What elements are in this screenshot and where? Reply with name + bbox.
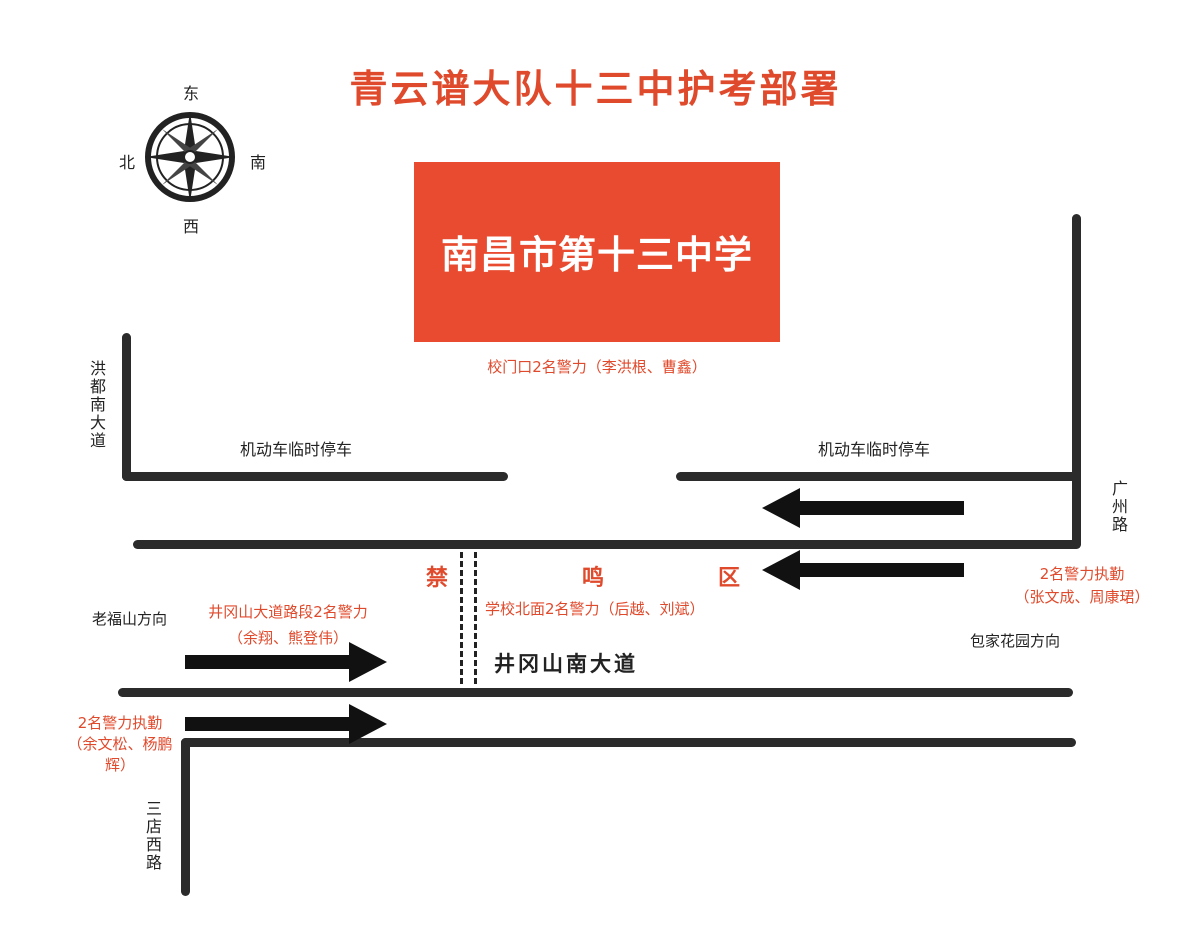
road-line-south (181, 738, 1076, 747)
guangzhou-road-label: 广州路 (1109, 480, 1128, 534)
north-side-police-label: 学校北面2名警力（后越、刘斌） (485, 600, 705, 618)
sandian-road-label: 三店西路 (143, 800, 162, 872)
road-line-middle (118, 688, 1073, 697)
right-police-line1: 2名警力执勤 (1039, 565, 1125, 583)
compass-east: 东 (183, 84, 200, 103)
compass-north: 北 (119, 153, 136, 172)
no-honk-char-1: 禁 (426, 566, 449, 591)
right-police-label: 2名警力执勤 （张文成、周康珺） (1000, 563, 1164, 607)
parking-right-line (676, 472, 1080, 481)
left-police-label: 2名警力执勤 （余文松、杨鹏辉） (58, 712, 182, 775)
school-name: 南昌市第十三中学 (440, 233, 753, 277)
hongdu-road-line (122, 333, 131, 481)
road-section-police-line2: （余翔、熊登伟） (227, 629, 348, 647)
parking-left-label: 机动车临时停车 (240, 440, 353, 459)
hongdu-road-label: 洪都南大道 (87, 360, 106, 450)
map-title: 青云谱大队十三中护考部署 (349, 67, 842, 111)
guangzhou-road-line (1072, 214, 1081, 548)
jinggangshan-road-label: 井冈山南大道 (494, 652, 638, 676)
road-section-police-label: 井冈山大道路段2名警力 （余翔、熊登伟） (188, 601, 388, 648)
school-building: 南昌市第十三中学 (414, 162, 780, 342)
left-police-line1: 2名警力执勤 (77, 714, 163, 732)
arrow-left-lower (762, 550, 964, 590)
no-honk-char-3: 区 (718, 566, 741, 591)
left-police-line2: （余文松、杨鹏辉） (67, 735, 173, 774)
road-section-police-line1: 井冈山大道路段2名警力 (208, 603, 368, 621)
arrow-right-upper (185, 642, 387, 682)
direction-west-label: 老福山方向 (92, 610, 168, 628)
crosswalk-right (474, 552, 477, 686)
right-police-line2: （张文成、周康珺） (1014, 588, 1150, 606)
direction-east-label: 包家花园方向 (970, 632, 1061, 650)
sandian-road-line (181, 738, 190, 896)
arrow-left-upper (762, 488, 964, 528)
compass-rose (140, 102, 240, 212)
compass-south: 南 (250, 153, 267, 172)
arrow-right-lower (185, 704, 387, 744)
parking-right-label: 机动车临时停车 (818, 440, 931, 459)
parking-left-line (122, 472, 508, 481)
crosswalk-left (460, 552, 463, 686)
no-honk-char-2: 鸣 (582, 566, 605, 591)
compass-icon (145, 112, 235, 202)
compass-west: 西 (183, 217, 200, 236)
road-line-north (133, 540, 1081, 549)
gate-police-label: 校门口2名警力（李洪根、曹鑫） (487, 358, 707, 376)
